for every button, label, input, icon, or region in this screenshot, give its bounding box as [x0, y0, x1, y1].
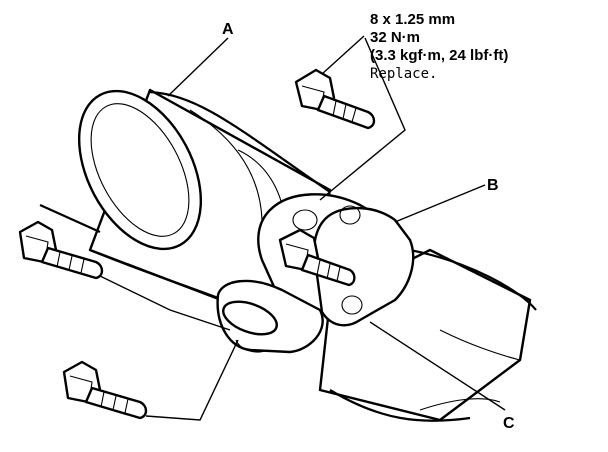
spec-bolt-size: 8 x 1.25 mm: [370, 11, 455, 28]
spec-torque-alt: (3.3 kgf·m, 24 lbf·ft): [370, 47, 508, 64]
spec-torque-nm: 32 N·m: [370, 29, 420, 46]
callout-a: A: [222, 21, 234, 38]
leader-bolt-spec: [319, 35, 406, 201]
leader-bolts-bottom: [145, 339, 239, 421]
leader-bolts-left: [99, 275, 231, 331]
spec-note: Replace.: [370, 66, 437, 82]
bolt-top: [294, 68, 376, 130]
leader-c: [369, 321, 506, 411]
leader-a: [167, 37, 229, 97]
callout-c: C: [503, 415, 515, 432]
bolt-left: [18, 220, 104, 280]
lower-flange-ear: [216, 279, 324, 354]
callout-b: B: [487, 177, 499, 194]
leader-b: [394, 184, 486, 223]
bolt-bottom: [62, 360, 148, 420]
bolt-middle: [278, 228, 356, 287]
